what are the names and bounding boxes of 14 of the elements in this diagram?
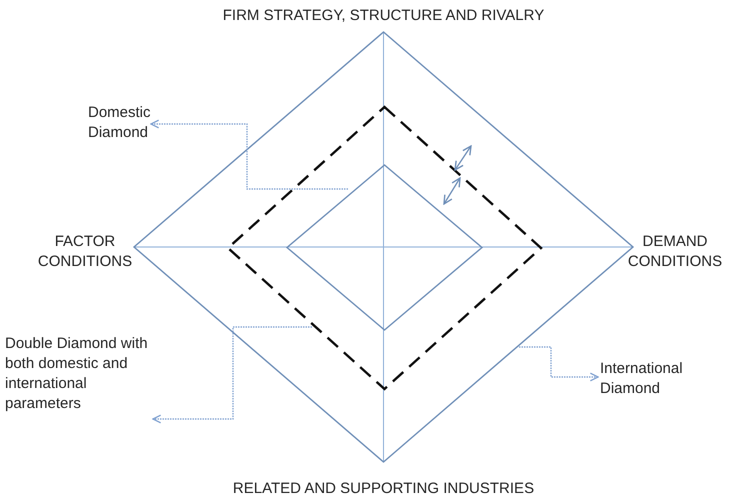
callout-text: Double Diamond with both domestic and international parameters — [5, 334, 150, 434]
leader-line — [152, 326, 312, 424]
leader-line — [150, 120, 348, 190]
callout-text: International Diamond — [600, 359, 710, 399]
axis-label: FACTOR CONDITIONS — [36, 232, 134, 272]
axis-label: RELATED AND SUPPORTING INDUSTRIES — [232, 479, 536, 499]
axis-label: DEMAND CONDITIONS — [626, 232, 724, 272]
direction-arrow — [454, 145, 472, 171]
callout-text: Domestic Diamond — [88, 103, 178, 143]
axis-label: FIRM STRATEGY, STRUCTURE AND RIVALRY — [222, 6, 546, 26]
direction-arrow — [443, 177, 461, 205]
diamond-outline — [228, 107, 541, 389]
leader-line — [519, 346, 599, 382]
diamond-outline — [287, 165, 482, 330]
